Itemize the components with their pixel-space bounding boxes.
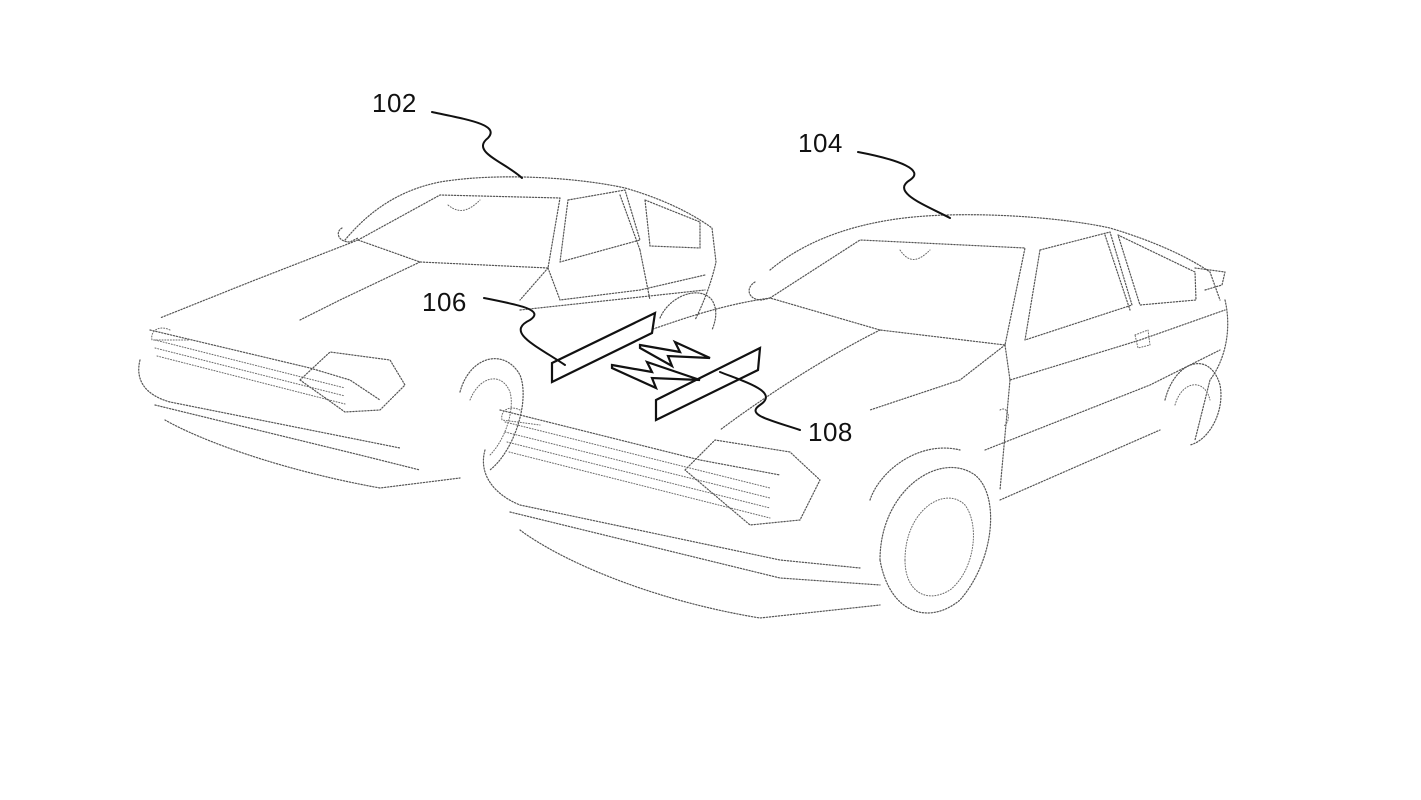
reference-label-108: 108 — [808, 417, 853, 447]
vehicle-104 — [482, 214, 1229, 619]
reference-label-104: 104 — [798, 128, 843, 158]
device-106 — [550, 311, 657, 384]
leader-line-106 — [483, 297, 566, 366]
leader-line-102 — [431, 111, 523, 179]
device-108 — [654, 346, 762, 422]
reference-label-106: 106 — [422, 287, 467, 317]
wireless-signal-icon-lower — [610, 360, 701, 391]
reference-label-102: 102 — [372, 88, 417, 118]
leader-line-104 — [857, 151, 951, 219]
leader-line-108 — [719, 371, 801, 431]
vehicle-102 — [138, 176, 717, 489]
wireless-signal-icon-upper — [638, 339, 711, 369]
